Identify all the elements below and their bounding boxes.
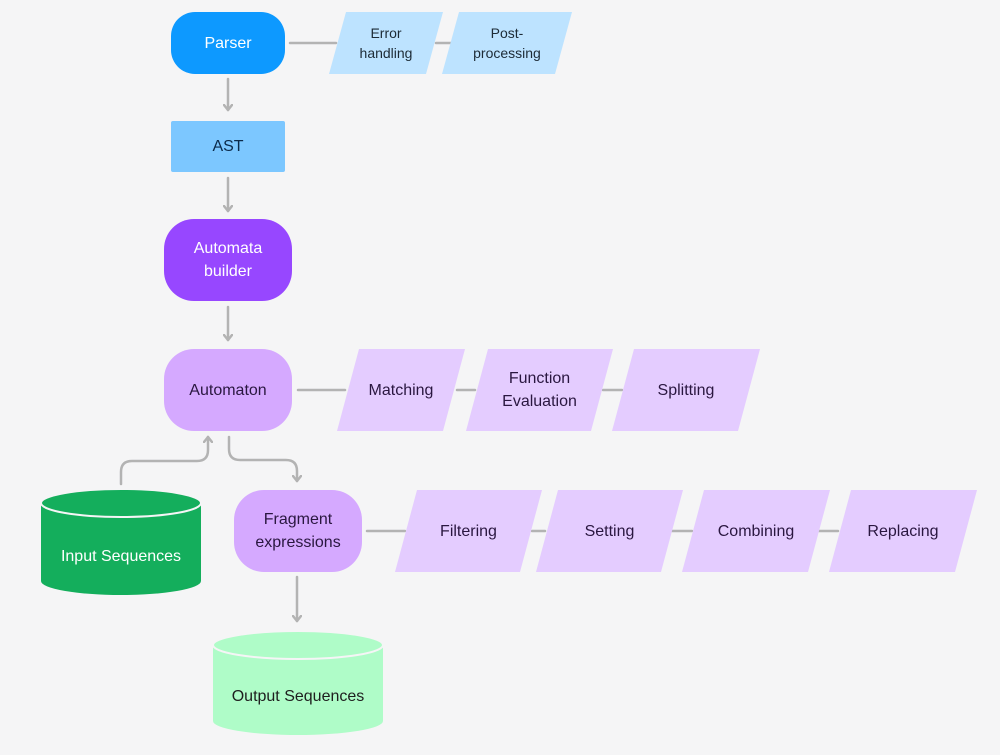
combining-label: Combining xyxy=(717,522,795,540)
post-processing-node: Post- processing xyxy=(442,12,572,74)
matching-node: Matching xyxy=(337,349,465,431)
post-processing-label-line1: Post- xyxy=(490,25,524,41)
fragment-expressions-node: Fragment expressions xyxy=(234,490,362,572)
fragment-expressions-label-line1: Fragment xyxy=(263,511,333,528)
replacing-label: Replacing xyxy=(867,522,939,540)
setting-node: Setting xyxy=(536,490,683,572)
replacing-node: Replacing xyxy=(829,490,977,572)
fragment-expressions-label-line2: expressions xyxy=(255,534,341,551)
arrow-automaton-to-fragment xyxy=(227,435,297,483)
automata-builder-label-line2: builder xyxy=(203,263,252,280)
function-evaluation-label-line1: Function xyxy=(508,370,571,387)
error-handling-label-line1: Error xyxy=(370,25,402,41)
input-sequences-label: Input Sequences xyxy=(60,547,182,565)
error-handling-label-line2: handling xyxy=(359,45,413,61)
combining-node: Combining xyxy=(682,490,830,572)
automaton-label: Automaton xyxy=(189,381,267,399)
output-sequences-label: Output Sequences xyxy=(231,687,365,705)
post-processing-label-line2: processing xyxy=(473,45,541,61)
matching-label: Matching xyxy=(368,381,434,399)
setting-label: Setting xyxy=(584,522,635,540)
output-sequences-node: Output Sequences xyxy=(213,662,383,730)
ast-node: AST xyxy=(171,121,285,172)
output-sequences-cylinder xyxy=(212,630,384,735)
error-handling-node: Error handling xyxy=(329,12,443,74)
filtering-label: Filtering xyxy=(440,522,497,540)
input-sequences-cylinder xyxy=(40,488,202,595)
input-sequences-node: Input Sequences xyxy=(41,520,201,592)
automata-builder-node: Automata builder xyxy=(164,219,292,301)
function-evaluation-label-line2: Evaluation xyxy=(502,393,577,410)
filtering-node: Filtering xyxy=(395,490,542,572)
automaton-node: Automaton xyxy=(164,349,292,431)
ast-label: AST xyxy=(212,138,244,155)
parser-node: Parser xyxy=(171,12,285,74)
automata-builder-label-line1: Automata xyxy=(193,240,263,257)
splitting-node: Splitting xyxy=(612,349,760,431)
parser-label: Parser xyxy=(204,34,252,52)
function-evaluation-node: Function Evaluation xyxy=(466,349,613,431)
splitting-label: Splitting xyxy=(657,381,715,399)
arrow-input-to-automaton xyxy=(119,435,208,486)
